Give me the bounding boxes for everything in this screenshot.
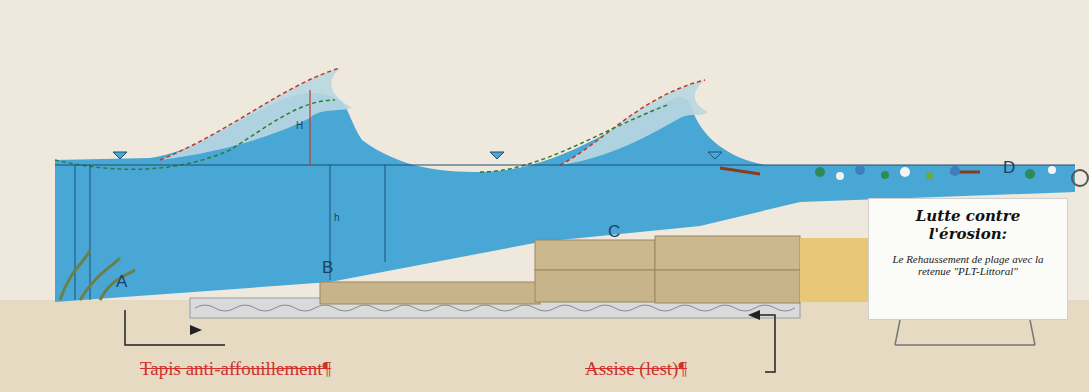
ballast-block	[535, 240, 655, 270]
sand-fill	[800, 238, 875, 302]
ballast-block	[320, 282, 540, 304]
wave-profile	[160, 68, 705, 165]
seaweed	[60, 250, 135, 300]
info-card: Lutte contre l'érosion: Le Rehaussement d…	[868, 198, 1068, 320]
point-letter: C	[608, 222, 620, 242]
height-line	[309, 90, 310, 165]
edge-ring	[1072, 170, 1088, 186]
card-body: Le Rehaussement de plage avec la retenue…	[877, 253, 1059, 277]
pointer-arrow	[190, 325, 202, 335]
mat-texture	[195, 305, 795, 311]
depth-line	[90, 165, 91, 300]
dimension-symbol: h	[334, 212, 340, 223]
point-letter: B	[322, 258, 333, 278]
wave-crest	[160, 68, 352, 160]
water-level-symbol	[113, 152, 722, 159]
still-water-line	[55, 165, 1075, 166]
ballast-block	[535, 270, 655, 302]
pointer-arrow	[748, 310, 760, 320]
bracket	[760, 315, 775, 372]
point-letter: A	[116, 272, 127, 292]
ballast-block	[655, 270, 800, 303]
depth-line	[385, 165, 386, 262]
card-stand	[895, 320, 1035, 345]
ballast-block	[655, 236, 800, 270]
point-letter: D	[1003, 158, 1015, 178]
card-title: Lutte contre l'érosion:	[877, 207, 1059, 243]
wave-profile	[55, 100, 670, 172]
depth-line	[75, 165, 76, 300]
bracket	[125, 310, 225, 345]
part-label: Tapis anti-affouillement¶	[140, 358, 331, 380]
flow-arrow	[720, 168, 980, 174]
wave-crest	[560, 80, 708, 165]
pebbles	[815, 165, 1056, 180]
part-label: Assise (lest)¶	[585, 358, 687, 380]
dimension-symbol: H	[296, 120, 303, 131]
